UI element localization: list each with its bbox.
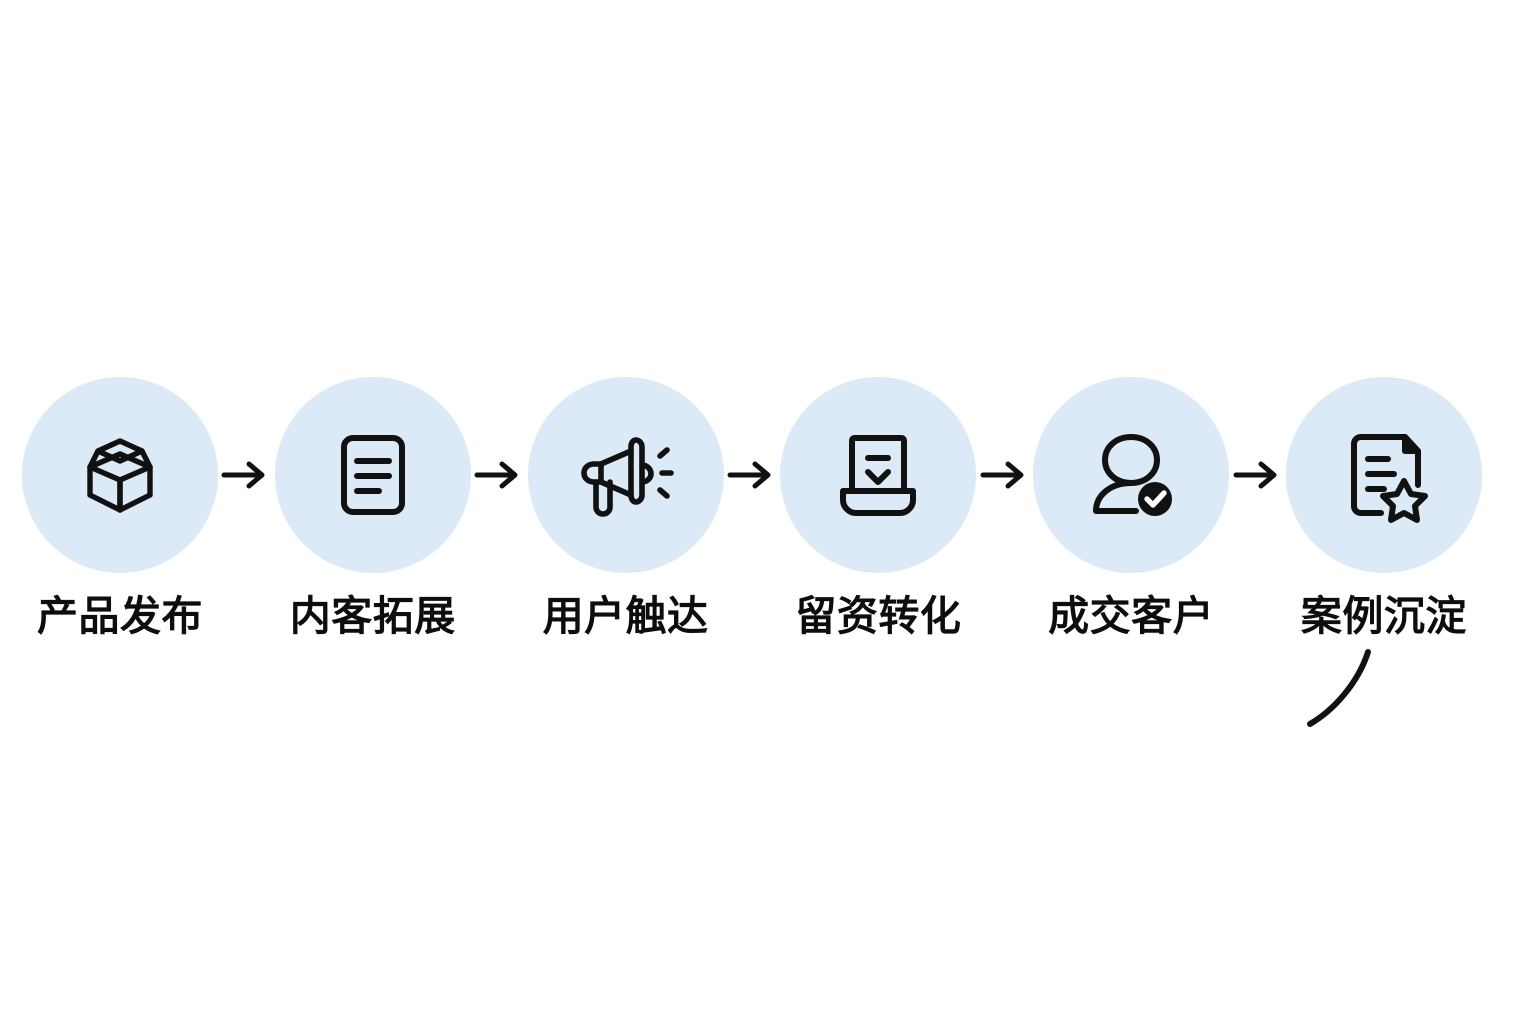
step-4-icon-circle (780, 377, 977, 573)
connector-arrow-2 (471, 377, 527, 573)
step-5-icon-circle (1033, 377, 1230, 573)
connector-arrow-4 (977, 377, 1033, 573)
megaphone-icon (574, 423, 678, 527)
flow-steps-row: 产品发布 内客 (22, 377, 1482, 647)
arrow-right-icon (221, 458, 271, 492)
flow-step-3[interactable]: 用户触达 (527, 377, 724, 639)
flow-step-1-label: 产品发布 (37, 593, 203, 639)
flow-step-2[interactable]: 内客拓展 (274, 377, 471, 639)
flow-step-6-label: 案例沉淀 (1300, 593, 1467, 639)
inbox-download-icon (826, 423, 930, 527)
user-check-icon (1079, 423, 1183, 527)
connector-arrow-5 (1230, 377, 1286, 573)
arrow-right-icon (474, 458, 524, 492)
flow-step-5-label: 成交客户 (1048, 593, 1215, 639)
flow-step-6[interactable]: 案例沉淀 (1285, 377, 1482, 639)
step-6-icon-circle (1285, 377, 1482, 573)
step-3-icon-circle (527, 377, 724, 573)
flow-step-4-label: 留资转化 (795, 593, 962, 639)
step-1-icon-circle (22, 377, 218, 573)
flow-step-5[interactable]: 成交客户 (1033, 377, 1230, 639)
flow-step-2-label: 内客拓展 (289, 593, 456, 639)
connector-arrow-3 (724, 377, 780, 573)
flow-step-4[interactable]: 留资转化 (780, 377, 977, 639)
document-star-icon (1332, 423, 1436, 527)
flow-step-1[interactable]: 产品发布 (22, 377, 218, 638)
arrow-right-icon (727, 458, 777, 492)
flow-step-3-label: 用户触达 (542, 593, 709, 639)
arrow-right-icon (980, 458, 1030, 492)
curved-stroke-mark (1296, 638, 1406, 733)
open-box-icon (68, 423, 172, 527)
document-lines-icon (321, 423, 425, 527)
step-2-icon-circle (274, 377, 471, 573)
connector-arrow-1 (218, 377, 274, 573)
arrow-right-icon (1233, 458, 1283, 492)
